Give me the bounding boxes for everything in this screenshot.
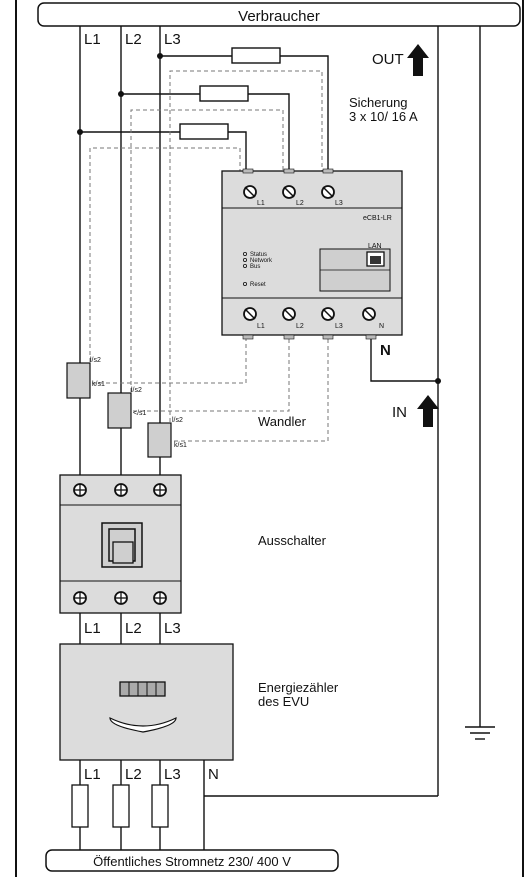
ausschalter-label: Ausschalter xyxy=(258,533,327,548)
sicherung-label-line1: Sicherung xyxy=(349,95,408,110)
in-arrow-icon xyxy=(417,395,439,427)
main-phase-lines xyxy=(79,26,481,796)
fuse-l1 xyxy=(179,123,229,140)
meter-lan-label: LAN xyxy=(368,243,382,250)
reset-button-icon xyxy=(242,281,247,286)
fuse-l2 xyxy=(199,85,249,102)
switch-out-l2: L2 xyxy=(125,620,142,637)
energy-meter-label-line1: Energiezähler xyxy=(258,680,339,695)
lan-port-socket xyxy=(370,256,381,264)
out-arrow-icon xyxy=(407,44,429,76)
ct-l1 xyxy=(66,362,91,399)
meter-n-label: N xyxy=(380,342,391,359)
meter-disc-window xyxy=(109,717,177,733)
ct3-s2-label: l/s2 xyxy=(172,417,183,424)
fuse-branch-lines xyxy=(80,55,329,171)
supply-fuse-l1 xyxy=(71,784,89,828)
meter-counter-display xyxy=(119,681,166,697)
phase-l1-top-label: L1 xyxy=(84,31,101,48)
meter-top-terminals xyxy=(242,168,335,199)
led-network-label: Network xyxy=(250,258,273,264)
switch-out-l3: L3 xyxy=(164,620,181,637)
meter-bottom-l2: L2 xyxy=(296,323,304,330)
meter-bottom-terminals xyxy=(242,307,377,340)
ct-l2 xyxy=(107,392,132,429)
meter-top-l1: L1 xyxy=(257,200,265,207)
bottom-wiring xyxy=(79,718,495,850)
phase-l3-top-label: L3 xyxy=(164,31,181,48)
led-status-label: Status xyxy=(250,252,267,258)
phase-l2-top-label: L2 xyxy=(125,31,142,48)
ct1-s2-label: l/s2 xyxy=(90,357,101,364)
meter-model-label: eCB1-LR xyxy=(363,215,392,222)
dashed-wires xyxy=(89,70,329,442)
ct-l3 xyxy=(147,422,172,458)
network-led-icon xyxy=(242,257,247,262)
meter-bottom-n: N xyxy=(379,323,384,330)
meter-bottom-l3: L3 xyxy=(335,323,343,330)
current-transformers xyxy=(66,362,172,458)
ct2-s1-label: </s1 xyxy=(133,410,147,417)
fuse-phase-l2: L2 xyxy=(125,766,142,783)
switch-out-l1: L1 xyxy=(84,620,101,637)
sicherung-label-line2: 3 x 10/ 16 A xyxy=(349,109,418,124)
consumer-bar: Verbraucher xyxy=(37,2,521,27)
switch-to-meter-lines xyxy=(79,613,161,644)
fuse-phase-n: N xyxy=(208,766,219,783)
reset-label: Reset xyxy=(250,282,266,288)
public-grid-bar: Öffentliches Stromnetz 230/ 400 V xyxy=(45,849,339,872)
meter-top-l2: L2 xyxy=(296,200,304,207)
energy-meter-label-line2: des EVU xyxy=(258,694,309,709)
status-led-icon xyxy=(242,251,247,256)
out-label: OUT xyxy=(372,51,404,68)
fuse-l3 xyxy=(231,47,281,64)
in-label: IN xyxy=(392,404,407,421)
fuse-phase-l3: L3 xyxy=(164,766,181,783)
wandler-label: Wandler xyxy=(258,414,307,429)
meter-top-l3: L3 xyxy=(335,200,343,207)
consumer-bar-label: Verbraucher xyxy=(238,8,320,25)
bus-led-icon xyxy=(242,263,247,268)
switch-bottom-terminals xyxy=(73,591,167,605)
led-bus-label: Bus xyxy=(250,264,260,270)
ct3-s1-label: k/s1 xyxy=(174,442,187,449)
switch-top-terminals xyxy=(73,483,167,497)
energy-meter-evu xyxy=(59,643,234,761)
ct2-s2-label: l/s2 xyxy=(131,387,142,394)
main-switch xyxy=(59,474,182,614)
fuses xyxy=(179,47,281,140)
supply-fuses xyxy=(71,784,169,828)
public-grid-label: Öffentliches Stromnetz 230/ 400 V xyxy=(93,854,291,869)
fuse-phase-l1: L1 xyxy=(84,766,101,783)
supply-fuse-l3 xyxy=(151,784,169,828)
ct1-s1-label: k/s1 xyxy=(92,381,105,388)
switch-handle-icon xyxy=(101,522,143,568)
meter-bottom-l1: L1 xyxy=(257,323,265,330)
supply-fuse-l2 xyxy=(112,784,130,828)
meter-device: L1 L2 L3 eCB1-LR LAN Status Network Bus … xyxy=(221,168,403,340)
meter-neutral-wire xyxy=(370,339,438,382)
